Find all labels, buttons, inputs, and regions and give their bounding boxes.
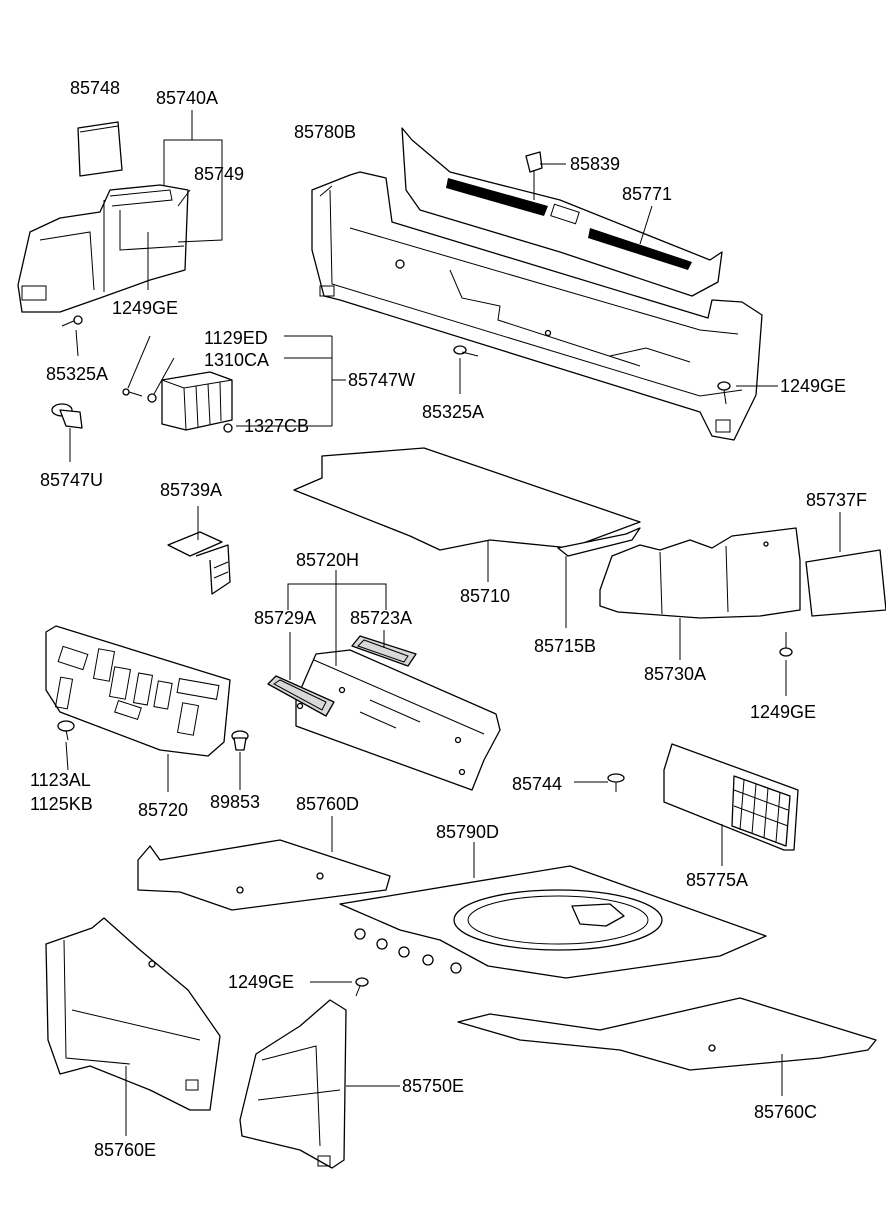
label-85775A: 85775A [686,870,748,890]
part-85710-floor-board [293,447,641,557]
label-85760E: 85760E [94,1140,156,1160]
label-85747U: 85747U [40,470,103,490]
label-85750E: 85750E [402,1076,464,1096]
screw-85325A-left [61,315,83,327]
label-85723A: 85723A [350,608,412,628]
label-89853: 89853 [210,792,260,812]
screw-1249GE-right [779,632,793,657]
part-85737F-pad [805,549,886,617]
part-85748-pad [77,121,123,177]
part-85760E-side-trim [45,917,221,1111]
label-85739A: 85739A [160,480,222,500]
part-85760D-floor-panel [137,839,391,911]
label-85325A-b: 85325A [422,402,484,422]
part-85720H-center-panel [295,649,501,791]
label-85748: 85748 [70,78,120,98]
label-85325A-a: 85325A [46,364,108,384]
leader-lines [65,110,841,1136]
label-1123AL: 1123AL [30,770,91,790]
label-1310CA: 1310CA [204,350,269,370]
label-85729A: 85729A [254,608,316,628]
part-85750E-side-trim [239,999,347,1169]
label-85747W: 85747W [348,370,415,390]
screw-1249GE-rear-right [717,381,731,405]
clip-85839 [525,151,543,173]
part-85729A-trim [267,675,335,717]
label-1249GE-a: 1249GE [112,298,178,318]
part-85760C-floor-panel [457,997,877,1071]
part-85747W-bracket [122,371,233,433]
label-85760C: 85760C [754,1102,817,1122]
part-85780B-rear-panel [311,171,763,441]
label-85744: 85744 [512,774,562,794]
fastener-89853 [231,730,249,751]
label-1327CB: 1327CB [244,416,309,436]
part-85740A-side-trim [17,184,189,313]
part-85730A-side-trim [599,527,801,619]
screw-85325A-center [453,345,479,357]
part-85790D-wheel-cover [339,865,767,979]
label-85710: 85710 [460,586,510,606]
label-85730A: 85730A [644,664,706,684]
fastener-85744 [607,773,625,792]
label-1249GE-b: 1249GE [780,376,846,396]
label-85760D: 85760D [296,794,359,814]
label-85720: 85720 [138,800,188,820]
label-1125KB: 1125KB [30,794,93,814]
label-85737F: 85737F [806,490,867,510]
part-85771-upper-trim [401,127,723,297]
label-1249GE-c: 1249GE [750,702,816,722]
part-85739A-bracket [167,531,231,595]
screw-1249GE-lower [355,977,369,997]
part-85775A-net [663,743,799,851]
clip-85747U [51,403,83,429]
part-85723A-trim [351,635,417,667]
part-85720-panel [45,625,231,757]
label-85839: 85839 [570,154,620,174]
label-85749: 85749 [194,164,244,184]
label-1249GE-d: 1249GE [228,972,294,992]
clip-1123AL [57,720,75,741]
label-85720H: 85720H [296,550,359,570]
label-85790D: 85790D [436,822,499,842]
label-85780B: 85780B [294,122,356,142]
label-1129ED: 1129ED [204,328,268,348]
label-85715B: 85715B [534,636,596,656]
label-85771: 85771 [622,184,672,204]
label-85740A: 85740A [156,88,218,108]
